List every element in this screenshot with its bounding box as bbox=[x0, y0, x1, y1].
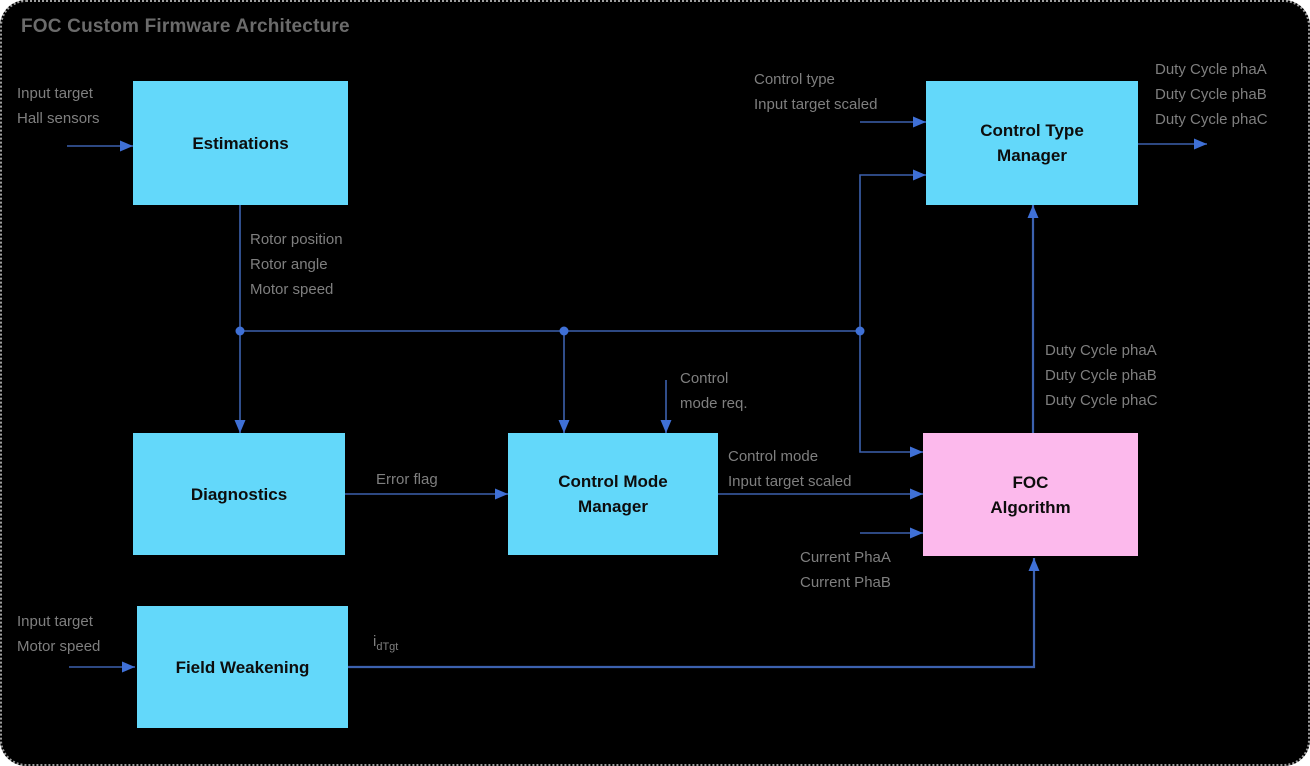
block-diagnostics-label: Diagnostics bbox=[190, 484, 288, 504]
label-foc-outputs: Duty Cycle phaA Duty Cycle phaB Duty Cyc… bbox=[1045, 342, 1158, 409]
label-cmm-outputs: Control mode Input target scaled bbox=[728, 448, 852, 490]
block-field-weakening: Field Weakening bbox=[137, 606, 348, 728]
label-fw-inputs: Input target Motor speed bbox=[17, 613, 101, 655]
junction-dot bbox=[235, 326, 245, 336]
junction-dot bbox=[855, 326, 865, 336]
block-diagnostics: Diagnostics bbox=[133, 433, 345, 555]
block-estimations-label: Estimations bbox=[192, 133, 289, 153]
label-control-mode-request: Control mode req. bbox=[680, 370, 748, 412]
block-estimations: Estimations bbox=[133, 81, 348, 205]
label-current-inputs: Current PhaA Current PhaB bbox=[800, 549, 891, 591]
label-id-target: idTgt bbox=[373, 633, 399, 653]
label-ctm-outputs: Duty Cycle phaA Duty Cycle phaB Duty Cyc… bbox=[1155, 61, 1268, 128]
block-control-mode-manager-label: Control Mode Manager bbox=[558, 472, 668, 516]
block-foc-algorithm: FOC Algorithm bbox=[923, 433, 1138, 556]
label-estimations-outputs: Rotor position Rotor angle Motor speed bbox=[250, 231, 343, 298]
label-ctm-inputs: Control type Input target scaled bbox=[754, 71, 878, 113]
junction-dot bbox=[559, 326, 569, 336]
conn-bus-to-foc bbox=[859, 331, 923, 458]
block-field-weakening-label: Field Weakening bbox=[175, 657, 310, 677]
label-error-flag: Error flag bbox=[376, 471, 438, 488]
page-title: FOC Custom Firmware Architecture bbox=[21, 16, 350, 37]
block-control-type-manager: Control Type Manager bbox=[926, 81, 1138, 205]
block-control-mode-manager: Control Mode Manager bbox=[508, 433, 718, 555]
conn-field-weakening-to-foc bbox=[348, 558, 1040, 669]
block-foc-algorithm-label: FOC Algorithm bbox=[990, 472, 1071, 517]
block-control-type-manager-label: Control Type Manager bbox=[980, 121, 1084, 165]
label-estimations-inputs: Input target Hall sensors bbox=[17, 85, 100, 127]
conn-bus-to-control-type-manager bbox=[859, 169, 926, 331]
